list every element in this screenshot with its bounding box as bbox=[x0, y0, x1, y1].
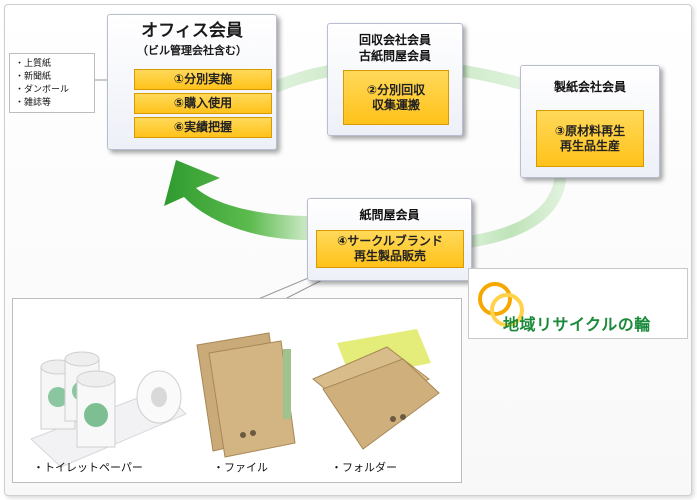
paper-type-item: ・新聞紙 bbox=[15, 72, 52, 82]
step-sort-box: ①分別実施 bbox=[134, 69, 272, 90]
paper-type-item: ・上質紙 bbox=[15, 59, 52, 69]
step-sell-box: ④サークルブランド 再生製品販売 bbox=[316, 230, 464, 268]
office-member-title: オフィス会員 bbox=[141, 21, 243, 41]
collector-title-line1: 回収会社会員 bbox=[358, 33, 431, 47]
wholesaler-title: 紙問屋会員 bbox=[359, 208, 420, 222]
products-panel: ・トイレットペーパー ・ファイル ・フォルダー bbox=[12, 298, 462, 483]
step-purchase-box: ⑤購入使用 bbox=[134, 93, 272, 114]
step-purchase-label: ⑤購入使用 bbox=[173, 96, 233, 110]
step-record-box: ⑥実績把握 bbox=[134, 117, 272, 138]
toilet-paper-image bbox=[30, 351, 187, 468]
step-collect-line2: 収集運搬 bbox=[371, 97, 420, 112]
office-member-subtitle: （ビル管理会社含む） bbox=[137, 44, 247, 57]
paper-type-item: ・ダンボール bbox=[15, 85, 70, 95]
callout-line bbox=[255, 275, 314, 301]
step-sort-label: ①分別実施 bbox=[173, 72, 233, 86]
step-regenerate-line1: ③原材料再生 bbox=[554, 123, 626, 138]
file-caption: ・ファイル bbox=[213, 461, 268, 474]
step-collect-line1: ②分別回収 bbox=[366, 82, 426, 97]
cycle-ring-bottom bbox=[456, 174, 566, 249]
folder-caption: ・フォルダー bbox=[331, 461, 397, 474]
logo-panel: 地域リサイクルの輪 bbox=[468, 268, 688, 339]
return-arrow bbox=[164, 160, 308, 240]
paper-type-item: ・雑誌等 bbox=[15, 98, 52, 108]
step-regenerate-line2: 再生品生産 bbox=[559, 138, 620, 153]
recycle-circle-logo bbox=[478, 282, 524, 327]
step-sell-line1: ④サークルブランド bbox=[337, 234, 443, 248]
logo-text: 地域リサイクルの輪 bbox=[503, 315, 651, 334]
paper-types-list: ・上質紙 ・新聞紙 ・ダンボール ・雑誌等 bbox=[9, 53, 95, 113]
folder-image bbox=[312, 329, 440, 450]
step-regenerate-box: ③原材料再生 再生品生産 bbox=[536, 110, 644, 167]
toilet-paper-caption: ・トイレットペーパー bbox=[33, 461, 143, 474]
collector-title-line2: 古紙問屋会員 bbox=[358, 49, 431, 63]
paper-maker-title: 製紙会社会員 bbox=[553, 80, 626, 94]
step-collect-box: ②分別回収 収集運搬 bbox=[343, 70, 449, 125]
file-image bbox=[196, 332, 296, 458]
step-record-label: ⑥実績把握 bbox=[173, 120, 233, 134]
step-sell-line2: 再生製品販売 bbox=[353, 249, 426, 263]
